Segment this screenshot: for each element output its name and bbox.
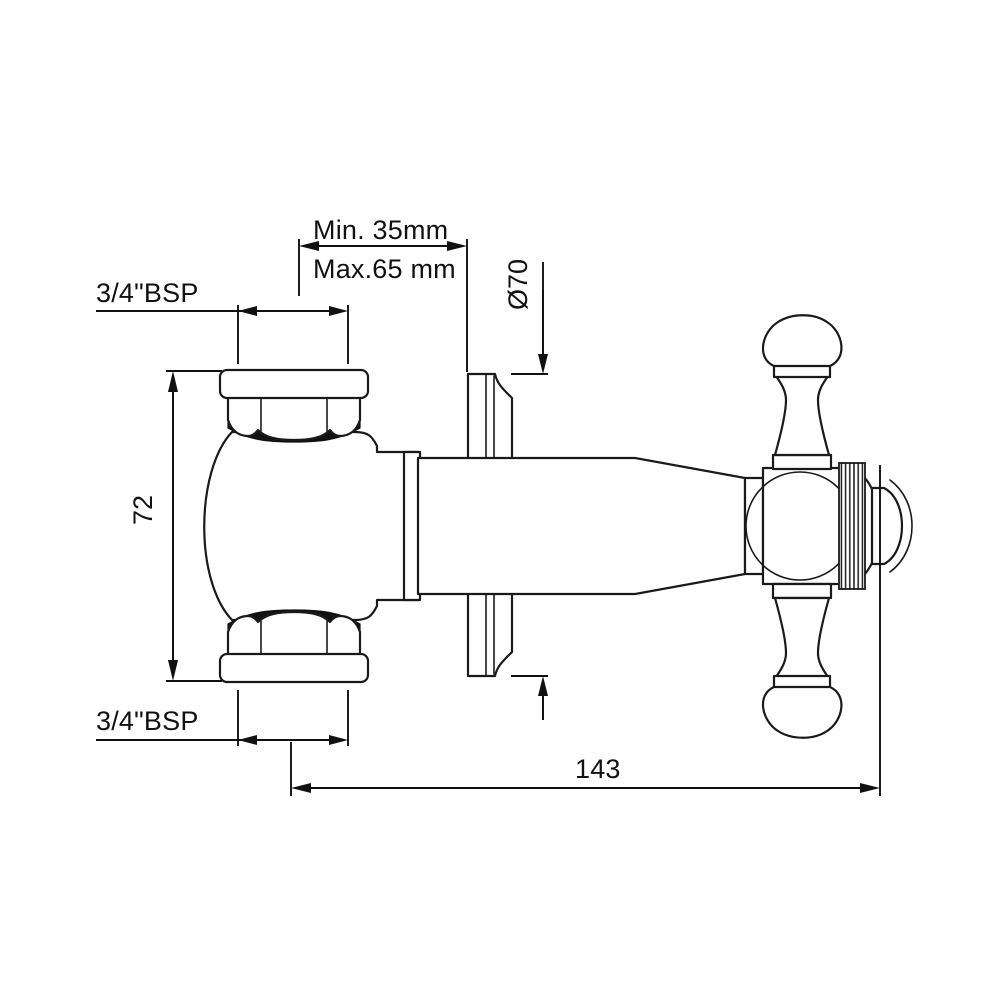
knurled-ring-band xyxy=(838,462,866,590)
tapered-shank xyxy=(416,456,747,596)
end-cap xyxy=(870,486,904,566)
lower-arm-stem xyxy=(773,596,831,679)
dimension-spindle-projection: Min. 35mm Max.65 mm xyxy=(298,215,468,372)
inlet-nut-top-group xyxy=(218,368,370,443)
dimension-body-height: 72 xyxy=(128,370,222,682)
dimension-label-height: 72 xyxy=(128,495,158,525)
dimension-label-bsp-top: 3/4"BSP xyxy=(96,278,199,308)
handle-lower-arm xyxy=(761,582,843,739)
dimension-label-bsp-bottom: 3/4"BSP xyxy=(96,706,199,736)
height-arrow-top xyxy=(168,371,178,392)
length-arrow-right xyxy=(860,783,880,793)
dimension-flange-diameter: Ø70 xyxy=(503,259,548,720)
height-arrow-bottom xyxy=(168,660,178,681)
cross-handle-group xyxy=(745,314,913,739)
dimension-label-max: Max.65 mm xyxy=(313,254,456,284)
bsp-bottom-arrow-left xyxy=(238,735,257,745)
dimension-label-min: Min. 35mm xyxy=(313,215,448,245)
bsp-bottom-arrow-right xyxy=(329,735,348,745)
top-hex-nut xyxy=(226,394,362,442)
diameter-arrow-bottom xyxy=(538,676,548,696)
valve-body-group xyxy=(203,368,422,684)
bsp-top-arrow-right xyxy=(329,306,348,316)
end-cap-outer-arc xyxy=(889,479,913,573)
dimension-outlet-bottom: 3/4"BSP xyxy=(96,690,349,746)
inlet-nut-bottom-group xyxy=(218,609,370,684)
handle-hub xyxy=(761,466,845,586)
projection-arrow-right xyxy=(447,241,467,251)
dimension-overall-length: 143 xyxy=(290,465,881,796)
diameter-arrow-top xyxy=(538,354,548,374)
tapered-shank-group xyxy=(416,456,765,596)
dimension-label-diameter: Ø70 xyxy=(503,259,533,310)
upper-arm-collar-lower xyxy=(771,453,833,471)
upper-arm-stem xyxy=(773,374,831,457)
bottom-hex-nut xyxy=(226,610,362,658)
upper-ball-finial xyxy=(761,314,843,368)
lower-ball-finial xyxy=(761,685,843,739)
knurled-ring-group xyxy=(838,461,882,591)
shank-collar xyxy=(743,476,765,576)
dimension-inlet-top: 3/4"BSP xyxy=(96,278,349,364)
bottom-nut-collar xyxy=(218,652,370,684)
dimension-label-length: 143 xyxy=(575,754,621,784)
valve-body xyxy=(203,430,420,622)
top-nut-collar xyxy=(218,368,370,400)
handle-upper-arm xyxy=(761,314,843,471)
lower-arm-collar-upper xyxy=(771,582,833,600)
projection-arrow-left xyxy=(299,241,319,251)
length-arrow-left xyxy=(291,783,311,793)
bsp-top-arrow-left xyxy=(238,306,257,316)
